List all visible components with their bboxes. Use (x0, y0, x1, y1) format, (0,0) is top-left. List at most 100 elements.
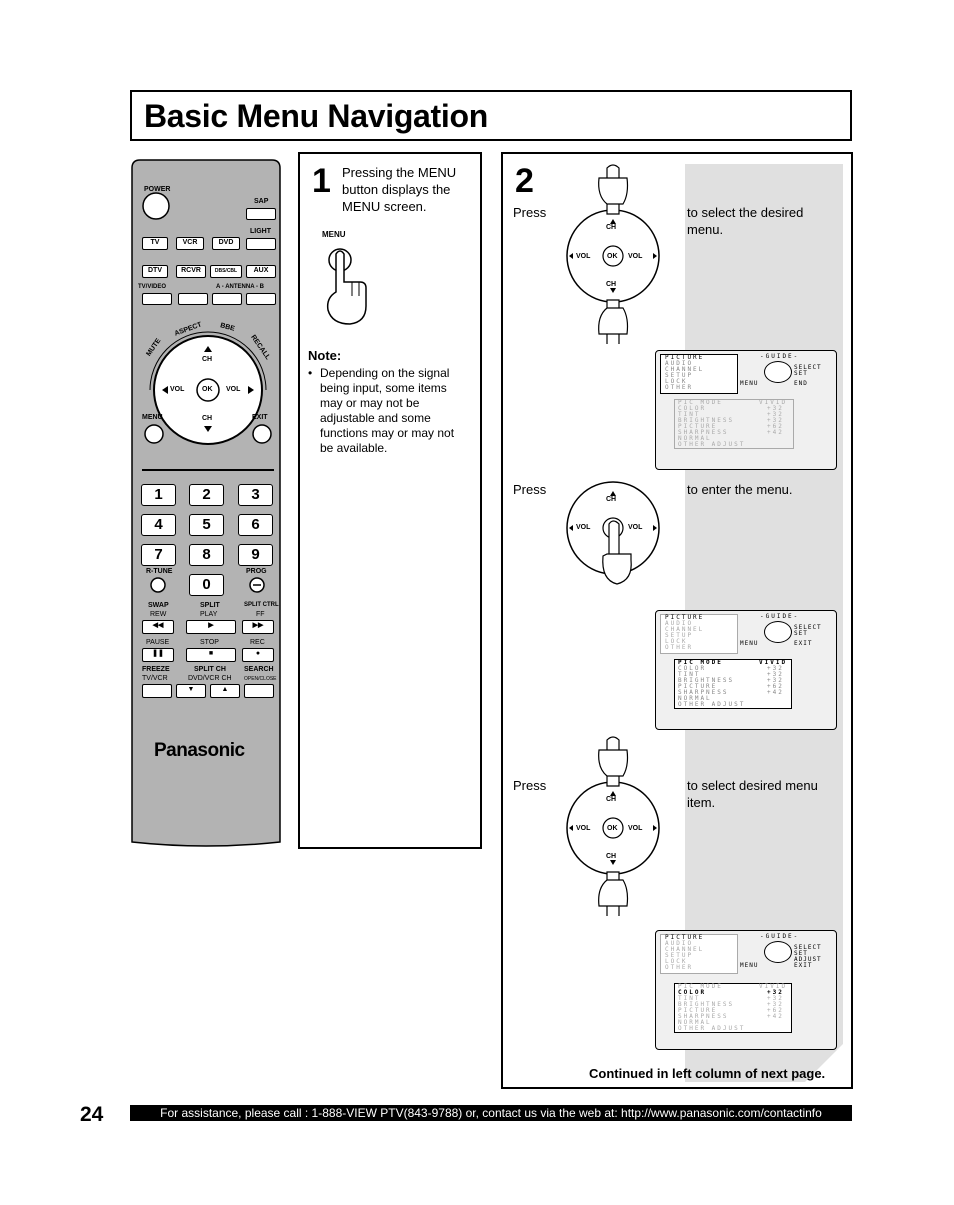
press-label-3: Press (513, 778, 547, 793)
osd-1-brightness-val: +32 (767, 417, 784, 424)
osd-2-brightness-val: +32 (767, 677, 784, 684)
dvd-button[interactable]: DVD (212, 237, 240, 250)
osd-1-item-picture: PICTURE (665, 354, 705, 361)
remote-vol-left-label: VOL (170, 386, 185, 393)
osd-2-set: SET (794, 630, 808, 637)
rec-button[interactable]: ● (242, 648, 274, 662)
osd-2-item-picture: PICTURE (665, 614, 705, 621)
osd-3-brightness-val: +32 (767, 1001, 784, 1008)
dial-3-vol-left: VOL (576, 825, 591, 832)
key-1[interactable]: 1 (141, 484, 176, 506)
osd-2-other-adjust: OTHER ADJUST (678, 701, 746, 708)
ch-down-button[interactable]: ▼ (176, 684, 206, 698)
osd-1-menu-list: PICTURE AUDIO CHANNEL SETUP LOCK OTHER (660, 354, 738, 394)
dial-1-vol-right: VOL (628, 253, 643, 260)
stop-label: STOP (200, 639, 219, 646)
dvd-vcr-ch-label: DVD/VCR CH (188, 675, 232, 682)
tv-video-label: TV/VIDEO (138, 284, 167, 290)
page-title: Basic Menu Navigation (144, 98, 488, 134)
dial-3-ch-top: CH (606, 796, 617, 803)
tv-vcr-label: TV/VCR (142, 675, 168, 682)
dial-3-ch-bottom: CH (606, 853, 617, 860)
osd-3-menu-list: PICTURE AUDIO CHANNEL SETUP LOCK OTHER (660, 934, 738, 974)
antenna-a-button[interactable] (212, 293, 242, 305)
open-close-button[interactable] (244, 684, 274, 698)
osd-1-select: SELECT (794, 364, 822, 371)
tv-button[interactable]: TV (142, 237, 168, 250)
rcvr-button[interactable]: RCVR (176, 265, 206, 278)
ff-button[interactable]: ▶▶ (242, 620, 274, 634)
osd-3-set: SET (794, 950, 808, 957)
osd-1-vivid: VIVID (759, 399, 788, 406)
osd-1-item-channel: CHANNEL (665, 366, 705, 373)
osd-2-color-val: +32 (767, 665, 784, 672)
remote-ok-label[interactable]: OK (202, 386, 213, 393)
osd-3-guide-dial-icon (764, 941, 792, 963)
light-button[interactable] (246, 238, 276, 250)
osd-3-picture-val: +62 (767, 1007, 784, 1014)
osd-1-other-adjust: OTHER ADJUST (678, 441, 746, 448)
osd-1-color-val: +32 (767, 405, 784, 412)
rec-label: REC (250, 639, 265, 646)
osd-2-item-audio: AUDIO (665, 620, 694, 627)
key-0[interactable]: 0 (189, 574, 224, 596)
osd-1-guide: -GUIDE- (760, 353, 800, 360)
key-8[interactable]: 8 (189, 544, 224, 566)
split-ch-label: SPLIT CH (194, 666, 226, 673)
continued-note: Continued in left column of next page. (589, 1066, 826, 1081)
tv-vcr-button[interactable] (142, 684, 172, 698)
press-label-1: Press (513, 205, 547, 220)
osd-1-end: END (794, 380, 808, 387)
aux-button[interactable]: AUX (246, 265, 276, 278)
key-9[interactable]: 9 (238, 544, 273, 566)
play-button[interactable]: ▶ (186, 620, 236, 634)
sd-button[interactable] (178, 293, 208, 305)
antenna-b-button[interactable] (246, 293, 276, 305)
footer-assistance-bar: For assistance, please call : 1-888-VIEW… (130, 1105, 852, 1121)
osd-screen-2: PICTURE AUDIO CHANNEL SETUP LOCK OTHER -… (655, 610, 837, 730)
key-2[interactable]: 2 (189, 484, 224, 506)
step-2-number: 2 (515, 162, 534, 200)
osd-2-item-channel: CHANNEL (665, 626, 705, 633)
key-5[interactable]: 5 (189, 514, 224, 536)
osd-2-menu: MENU (740, 640, 759, 647)
osd-3-item-other: OTHER (665, 964, 694, 971)
dtv-button[interactable]: DTV (142, 265, 168, 278)
ch-up-button[interactable]: ▲ (210, 684, 240, 698)
sap-button[interactable] (246, 208, 276, 220)
panasonic-logo: Panasonic (154, 740, 245, 761)
osd-2-brightness: BRIGHTNESS (678, 677, 735, 684)
page-number: 24 (80, 1103, 104, 1126)
menu-button-label: MENU (322, 230, 346, 239)
stop-button[interactable]: ■ (186, 648, 236, 662)
osd-3-vivid: VIVID (759, 983, 788, 990)
osd-3-guide: -GUIDE- (760, 933, 800, 940)
dial-2-ch-top: CH (606, 496, 617, 503)
antenna-label: A - ANTENNA - B (216, 284, 264, 290)
key-7[interactable]: 7 (141, 544, 176, 566)
dial-1-ok[interactable]: OK (607, 253, 618, 260)
osd-2-normal: NORMAL (678, 695, 712, 702)
rew-button[interactable]: ◀◀ (142, 620, 174, 634)
key-3[interactable]: 3 (238, 484, 273, 506)
dial-ok-press (566, 481, 660, 585)
osd-3-item-channel: CHANNEL (665, 946, 705, 953)
osd-1-item-audio: AUDIO (665, 360, 694, 367)
osd-1-sharpness: SHARPNESS (678, 429, 729, 436)
page-curl-corner (803, 1042, 845, 1084)
vcr-button[interactable]: VCR (176, 237, 204, 250)
remote-vol-right-label: VOL (226, 386, 241, 393)
key-6[interactable]: 6 (238, 514, 273, 536)
pause-button[interactable]: ❚❚ (142, 648, 174, 662)
osd-3-adjust: ADJUST (794, 956, 822, 963)
key-4[interactable]: 4 (141, 514, 176, 536)
rew-label: REW (150, 611, 167, 618)
osd-2-tint-val: +32 (767, 671, 784, 678)
osd-1-picture-val: +62 (767, 423, 784, 430)
dbs-cbl-button[interactable]: DBS/CBL (210, 265, 242, 278)
osd-3-brightness: BRIGHTNESS (678, 1001, 735, 1008)
step-1-text: Pressing the MENU button displays the ME… (342, 165, 457, 214)
dial-3-ok[interactable]: OK (607, 825, 618, 832)
tv-video-button[interactable] (142, 293, 172, 305)
osd-3-other-adjust: OTHER ADJUST (678, 1025, 746, 1032)
